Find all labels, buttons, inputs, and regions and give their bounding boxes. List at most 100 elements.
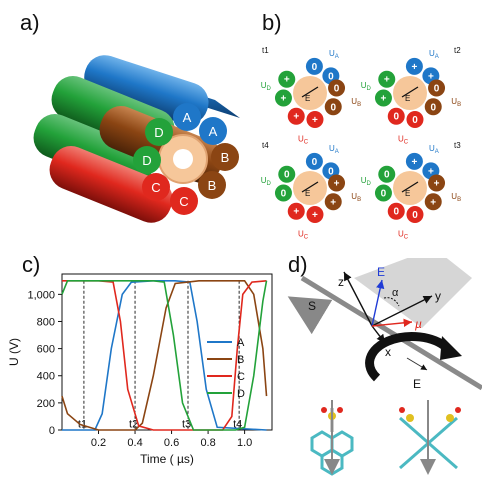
electrode-C-2: + xyxy=(287,202,305,220)
svg-text:+: + xyxy=(312,210,318,221)
electrode-C-2: + xyxy=(287,107,305,125)
svg-text:D: D xyxy=(142,153,151,168)
rod-C-lower xyxy=(49,146,173,223)
svg-text:+: + xyxy=(334,179,340,190)
electrode-C-2: 0 xyxy=(387,107,405,125)
svg-text:+: + xyxy=(330,197,336,208)
svg-text:0: 0 xyxy=(381,188,387,199)
electrode-B-2: + xyxy=(324,193,342,211)
voltage-label-UB: UB xyxy=(351,192,361,203)
electrode-A-1: + xyxy=(405,57,423,75)
timeslot-label-t3: t3 xyxy=(454,141,461,150)
timeslot-label-t2: t2 xyxy=(454,46,461,55)
molecule-right xyxy=(399,407,461,470)
electrode-C-2: 0 xyxy=(387,202,405,220)
electrode-D-1: + xyxy=(274,89,292,107)
svg-text:+: + xyxy=(281,93,287,104)
voltage-label-UA: UA xyxy=(429,144,439,155)
voltage-label-UB: UB xyxy=(351,97,361,108)
svg-text:B: B xyxy=(221,150,230,165)
label-E-blue: E xyxy=(377,265,385,279)
y-tick-label: 1,000 xyxy=(27,289,55,301)
series-line-B xyxy=(61,279,268,431)
svg-text:D: D xyxy=(154,125,163,140)
x-tick-label: 0.6 xyxy=(164,437,179,449)
axis-z xyxy=(343,271,373,327)
voltage-label-UA: UA xyxy=(429,49,439,60)
cap-B2: B xyxy=(198,171,226,199)
electrode-D-2: 0 xyxy=(378,165,396,183)
svg-text:0: 0 xyxy=(281,188,287,199)
x-tick-label: 1.0 xyxy=(237,437,252,449)
electrode-B-2: 0 xyxy=(424,98,442,116)
x-tick-label: 0.4 xyxy=(127,437,142,449)
svg-text:0: 0 xyxy=(412,115,418,126)
svg-text:0: 0 xyxy=(412,210,418,221)
legend-label-D: D xyxy=(237,388,245,400)
label-z: z xyxy=(338,275,344,289)
voltage-label-UD: UD xyxy=(361,176,372,187)
voltage-label-UC: UC xyxy=(298,134,309,145)
label-alpha: α xyxy=(392,287,399,299)
svg-text:+: + xyxy=(384,75,390,86)
electrode-D-2: + xyxy=(378,70,396,88)
timeslot-label-t1: t1 xyxy=(262,46,269,55)
svg-text:+: + xyxy=(411,62,417,73)
center-rod xyxy=(393,171,427,205)
electrode-B-1: 0 xyxy=(328,79,346,97)
electrode-D-1: + xyxy=(374,89,392,107)
svg-text:0: 0 xyxy=(334,84,340,95)
label-x: x xyxy=(385,345,391,359)
svg-text:0: 0 xyxy=(393,207,399,218)
field-arrow xyxy=(401,181,419,193)
svg-text:+: + xyxy=(381,93,387,104)
svg-text:0: 0 xyxy=(328,71,334,82)
svg-text:A: A xyxy=(183,110,192,125)
svg-text:A: A xyxy=(209,124,218,139)
cap-A2: A xyxy=(199,117,227,145)
label-mu: µ xyxy=(415,317,422,331)
svg-text:0: 0 xyxy=(312,157,318,168)
legend-label-B: B xyxy=(237,354,244,366)
marker-label-t2: t2 xyxy=(129,418,138,430)
y-tick-label: 0 xyxy=(49,425,55,437)
svg-text:+: + xyxy=(430,197,436,208)
electrode-C-1: + xyxy=(306,111,324,129)
panel-label-b: b) xyxy=(262,10,282,35)
svg-text:+: + xyxy=(293,112,299,123)
svg-text:B: B xyxy=(208,178,217,193)
plane-rectangle xyxy=(354,258,472,328)
marker-label-t3: t3 xyxy=(182,418,191,430)
center-E-label: E xyxy=(405,94,410,103)
field-arrow xyxy=(301,181,319,193)
y-axis-label: U (V) xyxy=(7,338,21,366)
label-E-rot: E xyxy=(413,377,421,391)
svg-text:+: + xyxy=(293,207,299,218)
rotation-arrow xyxy=(365,331,451,382)
series-line-C xyxy=(62,279,267,431)
electrode-C-1: 0 xyxy=(406,111,424,129)
voltage-label-UD: UD xyxy=(261,176,272,187)
electrode-C-1: + xyxy=(306,206,324,224)
voltage-label-UB: UB xyxy=(451,97,461,108)
panel-d-field-diagram: S z y x E µ α E xyxy=(287,258,482,476)
label-y: y xyxy=(435,289,441,303)
center-rod xyxy=(293,171,327,205)
svg-text:C: C xyxy=(179,194,188,209)
svg-text:0: 0 xyxy=(430,102,436,113)
voltage-label-UC: UC xyxy=(298,229,309,240)
timeslot-label-t4: t4 xyxy=(262,141,269,150)
marker-label-t1: t1 xyxy=(78,418,87,430)
x-tick-label: 0.8 xyxy=(200,437,215,449)
svg-text:0: 0 xyxy=(312,62,318,73)
svg-text:+: + xyxy=(284,75,290,86)
svg-text:+: + xyxy=(428,166,434,177)
x-tick-label: 0.2 xyxy=(91,437,106,449)
electrode-A-1: 0 xyxy=(305,57,323,75)
svg-text:+: + xyxy=(312,115,318,126)
series-line-D xyxy=(61,279,268,431)
voltage-label-UA: UA xyxy=(329,144,339,155)
svg-text:0: 0 xyxy=(434,84,440,95)
